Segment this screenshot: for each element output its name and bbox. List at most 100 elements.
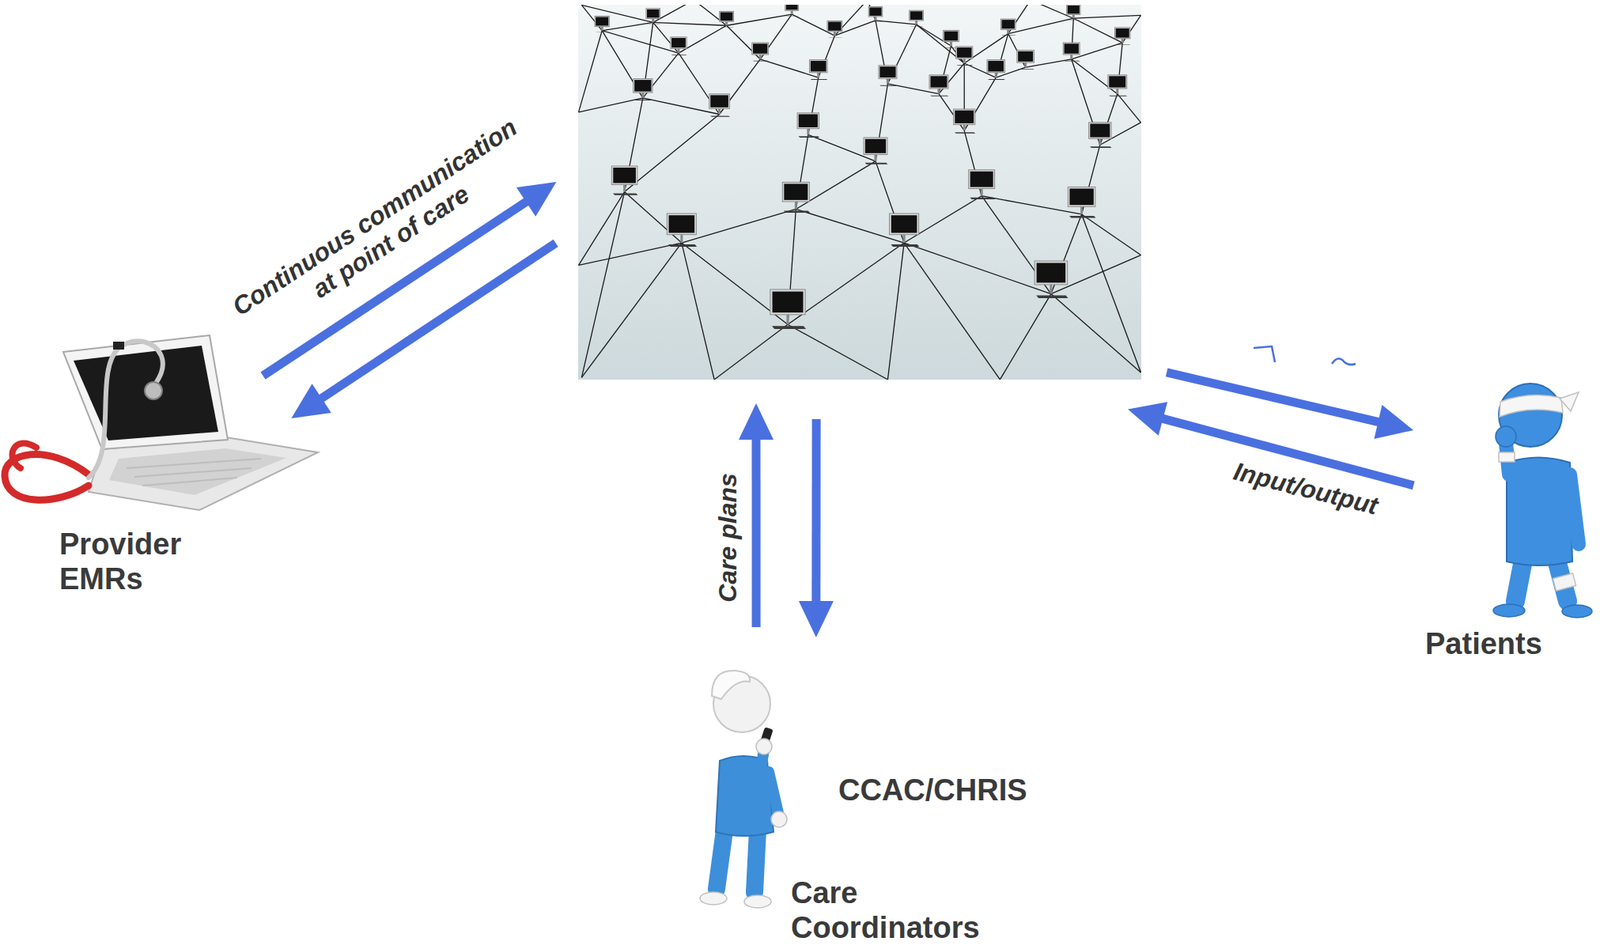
network-link: [624, 114, 720, 193]
computer-icon: [953, 109, 976, 134]
monitor-bezel: [797, 113, 820, 129]
monitor-bezel: [785, 4, 799, 11]
keyboard: [1089, 146, 1113, 148]
network-link: [875, 20, 917, 25]
network-link: [578, 98, 644, 113]
monitor-screen: [1002, 19, 1015, 29]
flow-arrow: [738, 403, 774, 628]
head-bandage: [1559, 392, 1579, 412]
network-link: [578, 242, 682, 265]
monitor-stand: [794, 201, 798, 210]
keyboard: [668, 244, 697, 247]
monitor-screen: [710, 94, 729, 107]
monitor-screen: [1067, 5, 1080, 14]
monitor-stand: [725, 21, 728, 26]
network-link: [714, 324, 788, 380]
network-link: [981, 196, 1082, 215]
arrow-head: [798, 601, 834, 638]
computer-icon: [809, 60, 829, 80]
arrow-shaft: [752, 436, 761, 628]
monitor-stand: [1006, 29, 1010, 34]
keyboard: [1108, 95, 1128, 97]
squiggle-mark: [1253, 346, 1275, 363]
computer-icon: [827, 20, 843, 38]
monitor-bezel: [987, 60, 1005, 73]
network-link: [581, 4, 653, 23]
monitor-bezel: [909, 10, 924, 21]
computer-icon: [666, 213, 697, 247]
network-link: [578, 30, 603, 113]
node-label: Patients: [1425, 627, 1543, 662]
monitor-screen: [1069, 188, 1094, 205]
network-link: [904, 242, 1052, 295]
monitor-screen: [669, 215, 696, 233]
monitor-stand: [1121, 38, 1124, 43]
nurse-shoe: [699, 892, 727, 905]
monitor-bezel: [611, 166, 638, 185]
nurse-hand: [756, 738, 772, 755]
monitor-screen: [671, 37, 686, 48]
keyboard: [710, 116, 731, 118]
computer-icon: [956, 46, 974, 66]
squiggle-mark: [1331, 358, 1356, 365]
stethoscope-bell: [144, 382, 163, 400]
monitor-screen: [783, 183, 808, 200]
monitor-bezel: [1067, 186, 1096, 207]
monitor-stand: [651, 18, 655, 23]
keyboard: [890, 244, 920, 247]
monitor-screen: [930, 75, 947, 87]
monitor-bezel: [646, 8, 661, 19]
keyboard: [720, 26, 734, 28]
monitor-bezel: [1017, 50, 1035, 64]
monitor-stand: [601, 26, 604, 31]
keyboard: [930, 95, 949, 97]
node-label: Provider EMRs: [59, 527, 234, 597]
keyboard: [1063, 60, 1080, 62]
keyboard: [786, 15, 799, 17]
keyboard: [595, 31, 610, 33]
monitor-bezel: [752, 42, 769, 55]
computer-icon: [1034, 260, 1068, 299]
monitor-stand: [873, 16, 877, 21]
monitor-stand: [759, 54, 762, 60]
network-link: [1051, 294, 1142, 373]
arrow-head: [516, 181, 557, 217]
monitor-bezel: [670, 37, 687, 50]
monitor-screen: [944, 31, 958, 42]
network-link: [578, 192, 625, 266]
monitor-bezel: [1108, 75, 1128, 89]
monitor-stand: [677, 48, 680, 53]
network-link: [726, 14, 793, 26]
monitor-stand: [903, 234, 906, 243]
monitor-screen: [956, 47, 973, 58]
monitor-stand: [680, 234, 683, 243]
patient-arm: [1569, 474, 1579, 545]
computer-icon: [909, 10, 924, 27]
keyboard: [1067, 19, 1082, 21]
keyboard: [810, 79, 829, 81]
computer-icon: [968, 170, 996, 200]
arrow-head: [1373, 404, 1414, 439]
monitor-screen: [987, 60, 1004, 72]
monitor-stand: [1024, 62, 1027, 68]
computer-icon: [1062, 42, 1080, 62]
network-link: [795, 208, 905, 243]
monitor-stand: [1049, 284, 1052, 295]
computer-icon: [719, 11, 734, 27]
network-link: [581, 192, 625, 379]
head-bandage: [1499, 394, 1563, 417]
monitor-stand: [963, 124, 966, 132]
computer-icon: [987, 60, 1006, 80]
computer-icon: [611, 166, 638, 196]
monitor-stand: [980, 188, 984, 196]
network-link: [1073, 15, 1141, 19]
node-label: CCAC/CHRIS: [838, 773, 1028, 809]
nurse-figure: [699, 670, 787, 908]
monitor-bezel: [827, 20, 843, 31]
arrow-head: [1127, 401, 1168, 436]
monitor-stand: [1098, 138, 1101, 145]
monitor-screen: [910, 11, 923, 20]
keyboard: [828, 37, 843, 38]
keyboard: [869, 21, 883, 23]
